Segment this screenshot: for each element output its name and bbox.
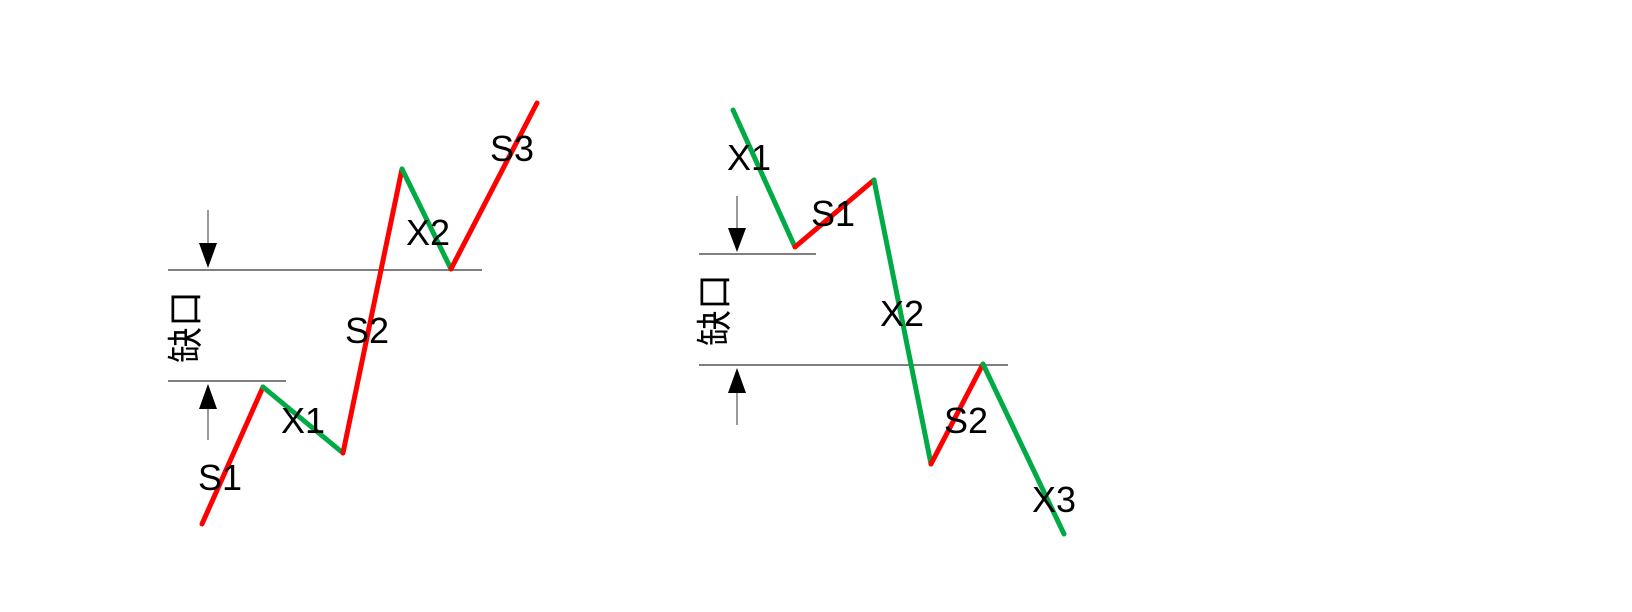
- left-wave-s2: [340, 166, 405, 456]
- left-wave-s1: [199, 384, 266, 527]
- right-label-x2: X2: [880, 293, 924, 334]
- right-label-s1: S1: [811, 193, 855, 234]
- right-wave-s1: [792, 177, 877, 250]
- right-label-x1: X1: [727, 137, 771, 178]
- right-bottom-arrow-up-icon: [728, 368, 746, 393]
- right-top-arrow-down-icon: [728, 228, 746, 252]
- right-wave-x2: [871, 177, 934, 467]
- right-diagram: 缺口 X1 S1 X2 S2 X3: [695, 107, 1076, 537]
- left-top-arrow-down-icon: [199, 243, 217, 268]
- right-wave-x1: [730, 107, 798, 250]
- left-wave-x1: [260, 384, 346, 456]
- left-label-s3: S3: [490, 128, 534, 169]
- left-label-s1: S1: [198, 457, 242, 498]
- left-gap-label: 缺口: [166, 291, 207, 363]
- left-wave-x2: [399, 166, 454, 272]
- right-label-s2: S2: [944, 400, 988, 441]
- left-label-x2: X2: [406, 212, 450, 253]
- left-wave-s3: [448, 100, 540, 272]
- right-wave-x3: [980, 361, 1067, 537]
- left-bottom-arrow-up-icon: [199, 384, 217, 409]
- left-label-s2: S2: [345, 310, 389, 351]
- left-diagram: 缺口 S1 X1 S2 X2 S3: [166, 100, 540, 527]
- right-label-x3: X3: [1032, 479, 1076, 520]
- right-gap-label: 缺口: [695, 274, 736, 346]
- left-label-x1: X1: [281, 400, 325, 441]
- right-wave-s2: [928, 361, 986, 467]
